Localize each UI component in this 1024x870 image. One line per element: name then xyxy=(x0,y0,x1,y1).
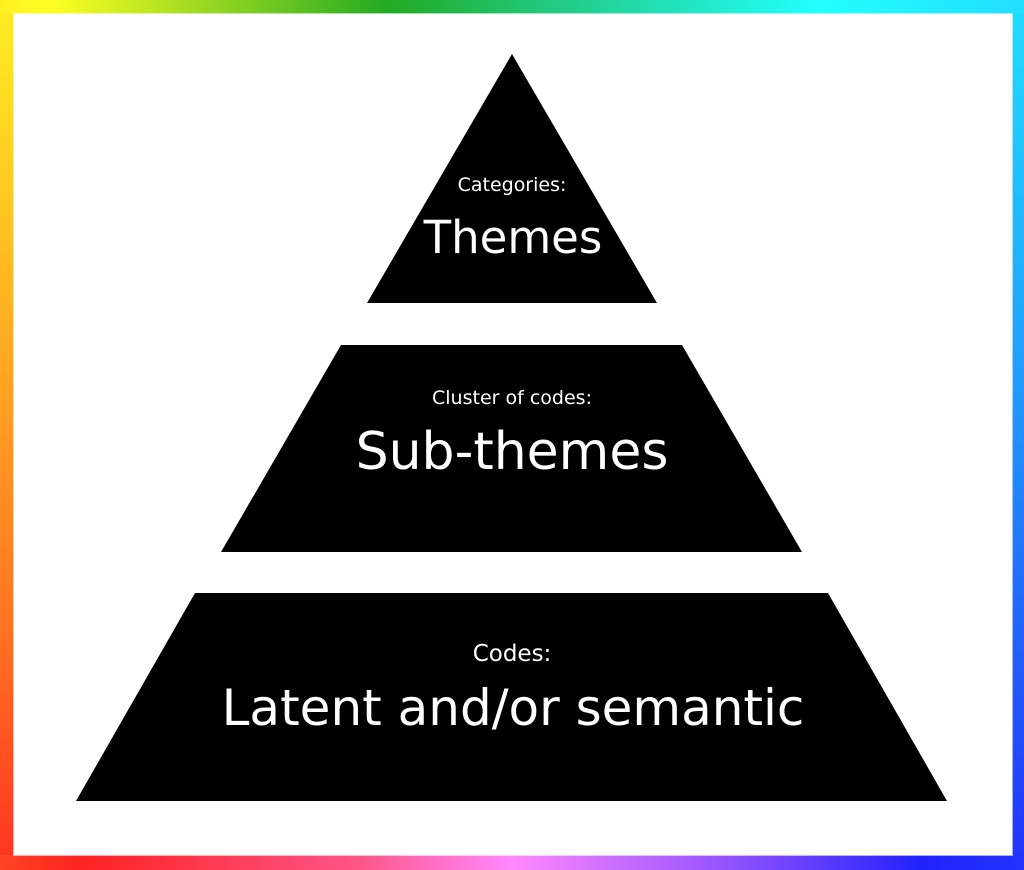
level-bottom-shape xyxy=(76,593,947,801)
level-top-subtitle: Categories: xyxy=(458,174,567,196)
level-middle-title: Sub-themes xyxy=(356,422,669,482)
pyramid-level-top: Categories: Themes xyxy=(367,54,657,303)
level-middle-shape xyxy=(221,345,802,552)
level-top-title: Themes xyxy=(423,211,603,264)
level-bottom-title: Latent and/or semantic xyxy=(222,679,805,737)
pyramid-level-middle: Cluster of codes: Sub-themes xyxy=(221,345,802,552)
level-bottom-subtitle: Codes: xyxy=(473,641,552,667)
level-top-shape xyxy=(367,54,657,303)
pyramid-level-bottom: Codes: Latent and/or semantic xyxy=(76,593,947,801)
level-middle-subtitle: Cluster of codes: xyxy=(432,387,592,409)
